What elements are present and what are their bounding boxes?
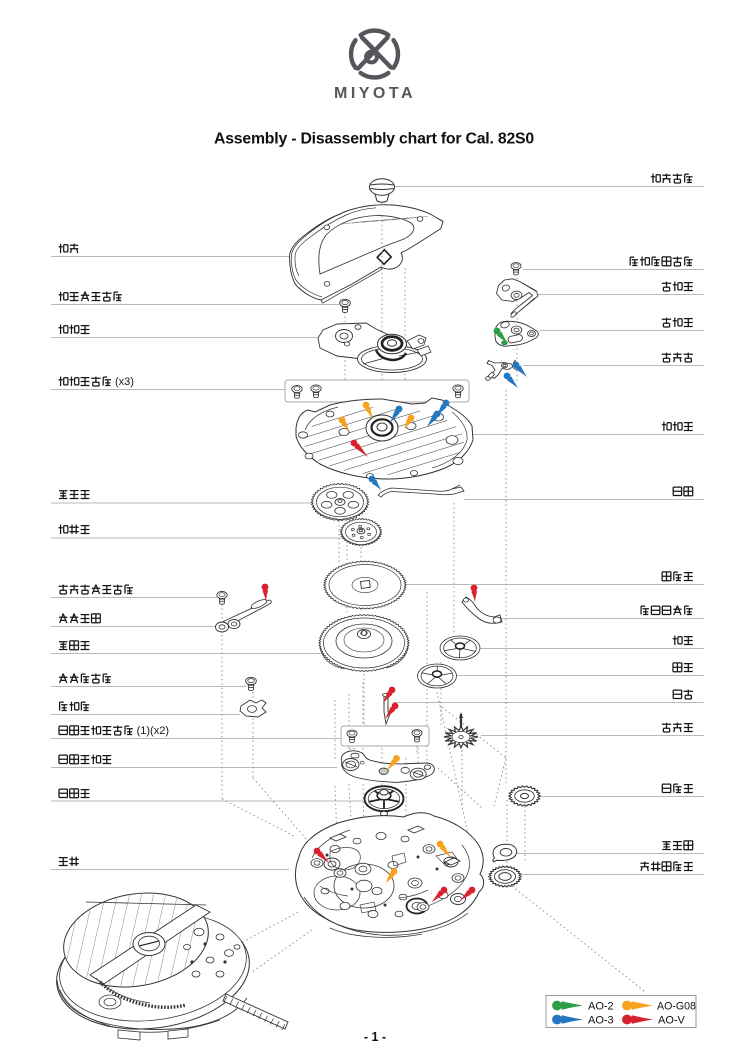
svg-text:AO-2: AO-2 [588, 1001, 614, 1013]
svg-text:MIYOTA: MIYOTA [334, 85, 416, 102]
svg-text:Assembly - Disassembly chart f: Assembly - Disassembly chart for Cal. 82… [214, 131, 534, 148]
svg-text:AO-3: AO-3 [588, 1015, 614, 1027]
svg-text:(1)(x2): (1)(x2) [137, 725, 169, 737]
svg-text:- 1 -: - 1 - [364, 1030, 386, 1044]
svg-text:AO-V: AO-V [658, 1015, 686, 1027]
svg-text:(x3): (x3) [115, 376, 134, 388]
svg-text:AO-G08: AO-G08 [657, 1001, 696, 1013]
